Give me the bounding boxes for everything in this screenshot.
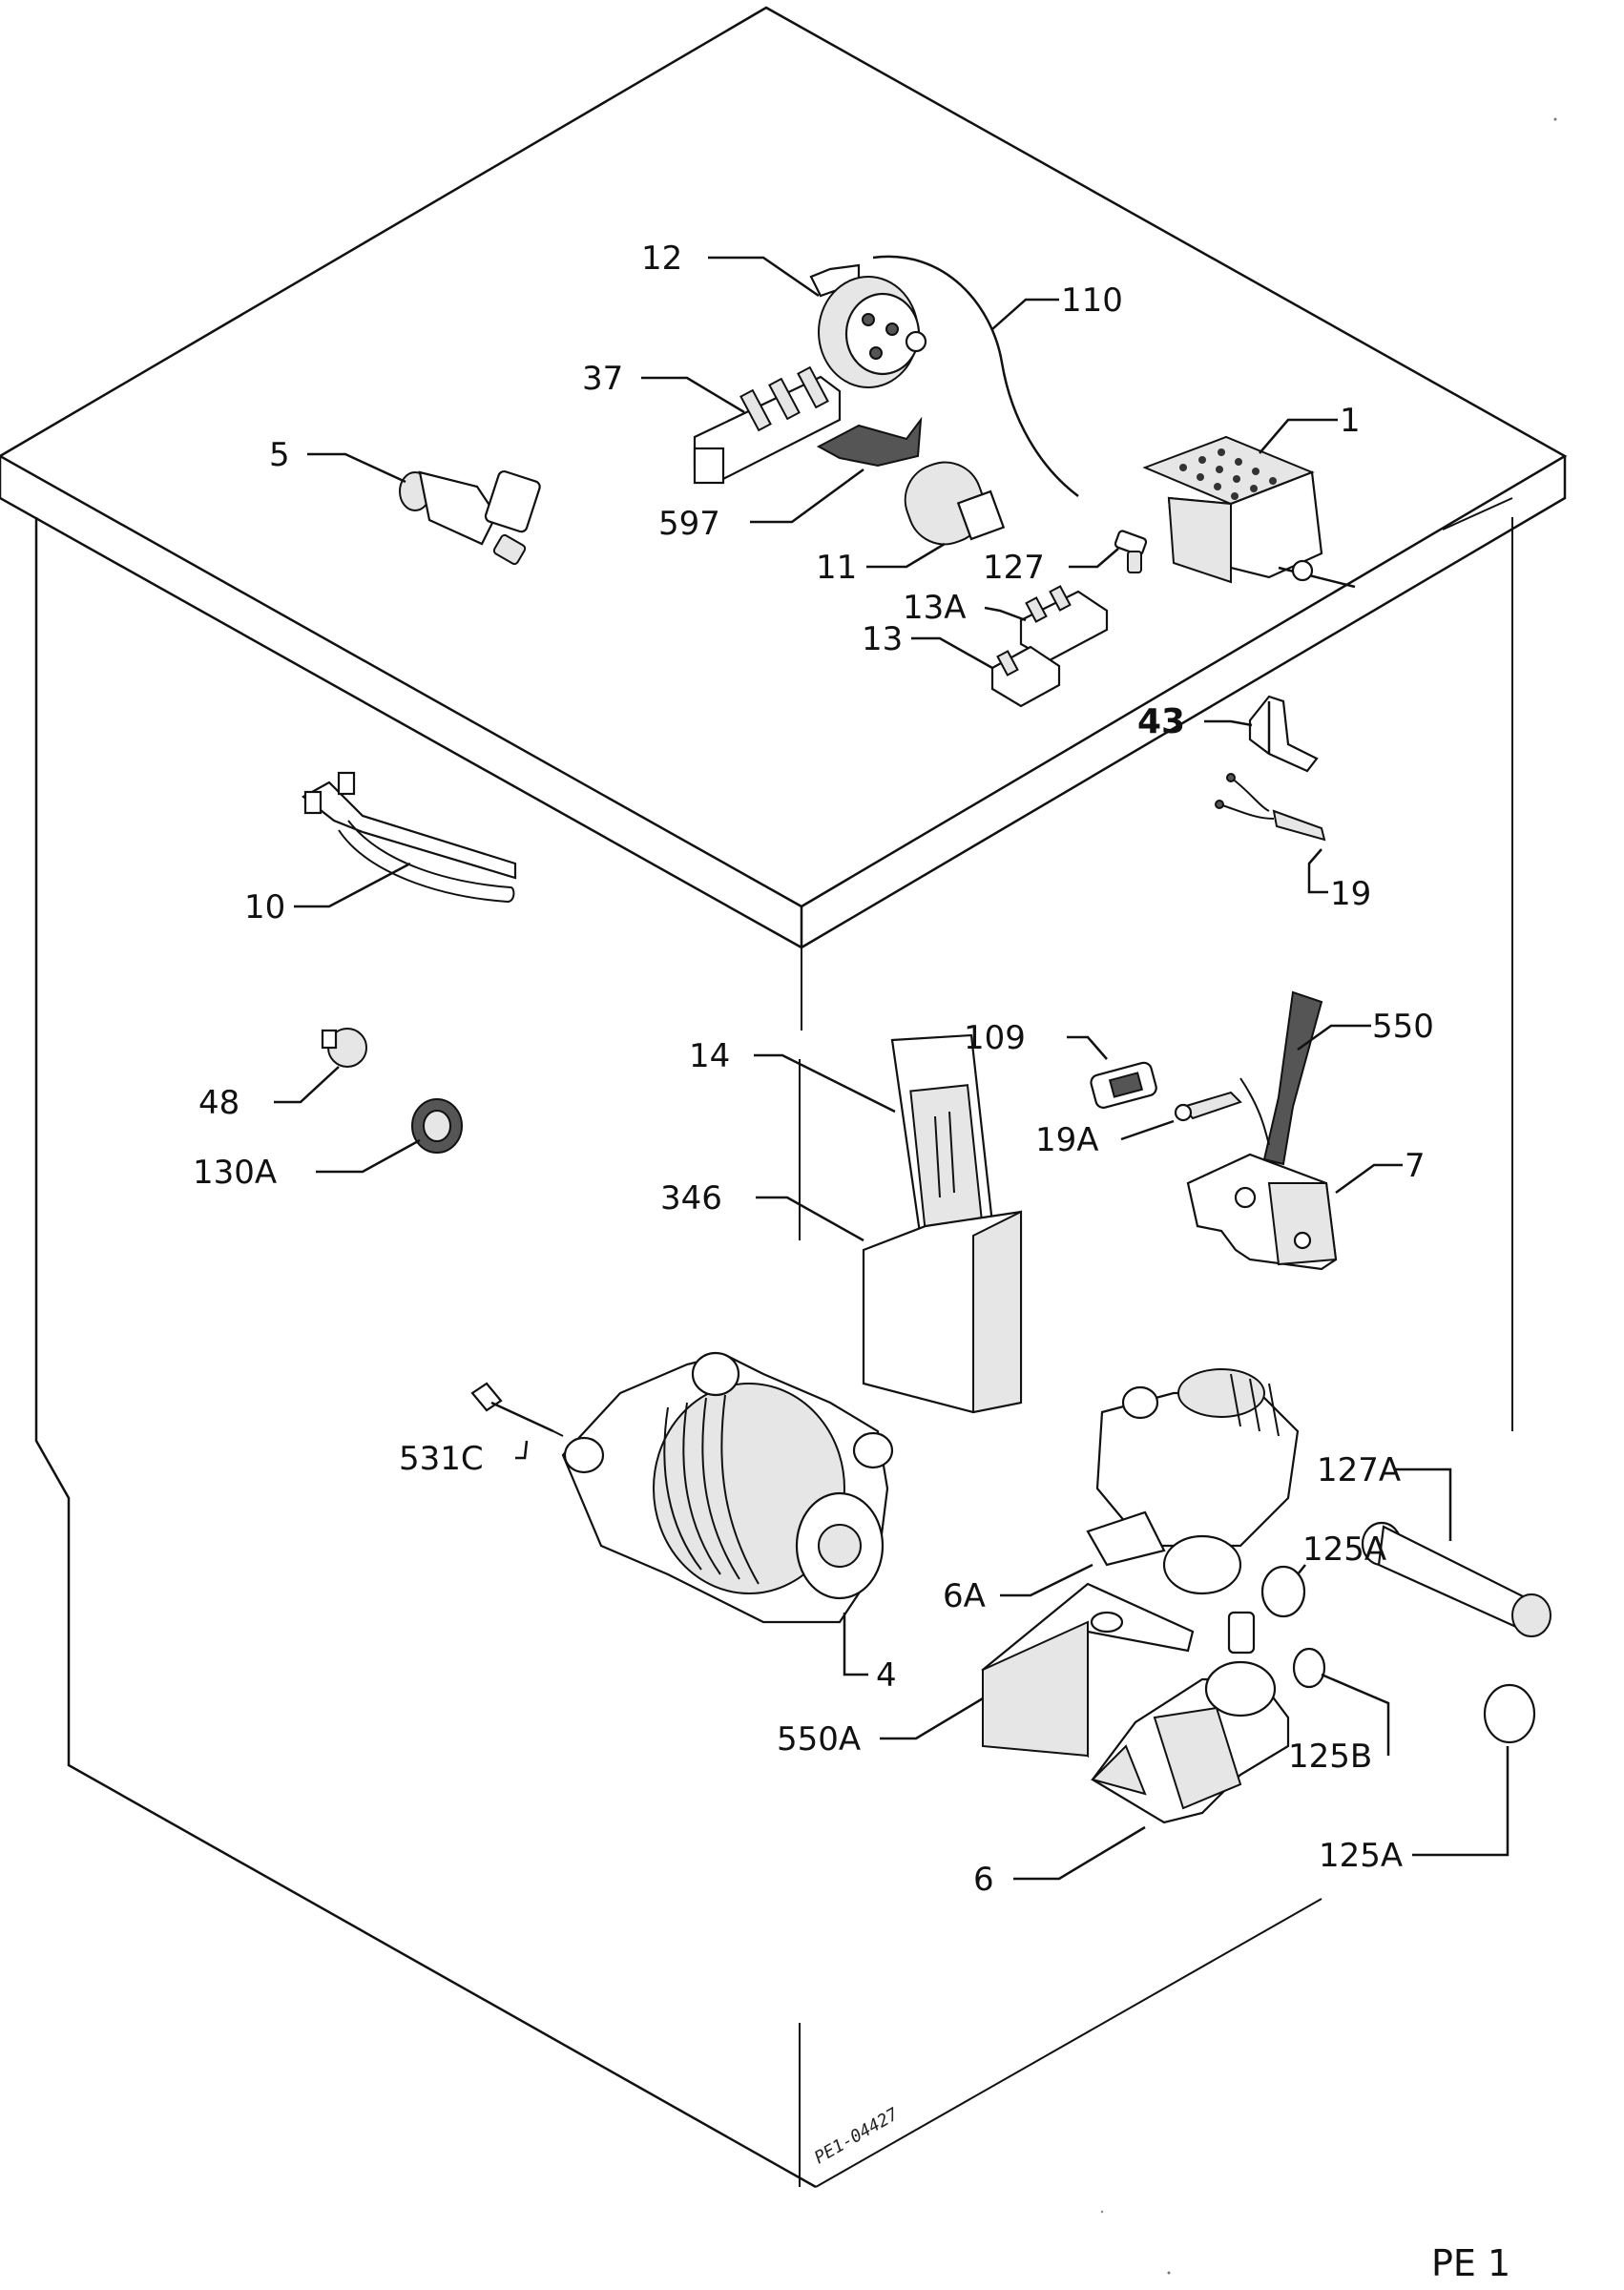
- label-13A: 13A: [903, 589, 967, 627]
- leader-lines: [274, 256, 1509, 1881]
- page-code: PE 1: [1431, 2242, 1510, 2284]
- label-110: 110: [1061, 281, 1123, 320]
- dispenser-housing-346: [862, 1210, 1023, 1414]
- lamp-130A: [411, 1098, 463, 1154]
- label-127A: 127A: [1317, 1451, 1401, 1489]
- label-12: 12: [641, 239, 682, 278]
- connector-13A: [1019, 585, 1109, 662]
- label-346: 346: [660, 1179, 722, 1218]
- label-550A: 550A: [777, 1720, 861, 1759]
- label-125A-upper: 125A: [1302, 1530, 1386, 1569]
- sensor-19A: [1174, 1091, 1242, 1122]
- label-19: 19: [1330, 875, 1371, 913]
- dispenser-14: [890, 1033, 996, 1261]
- filter-43: [1248, 695, 1319, 773]
- hose-127A: [1361, 1521, 1551, 1637]
- label-13: 13: [862, 620, 903, 658]
- pump-upper-6A: [1086, 1368, 1300, 1595]
- pump-lower-6: [1091, 1611, 1290, 1824]
- label-597: 597: [658, 505, 720, 543]
- label-6: 6: [973, 1861, 994, 1899]
- label-125A-lower: 125A: [1319, 1837, 1403, 1875]
- gasket-125A-upper: [1260, 1565, 1306, 1618]
- label-130A: 130A: [193, 1154, 277, 1192]
- screw-531C: [470, 1382, 564, 1437]
- label-14: 14: [689, 1037, 730, 1075]
- label-531C: 531C: [399, 1440, 484, 1478]
- label-48: 48: [198, 1084, 239, 1122]
- gasket-125A-lower: [1483, 1683, 1536, 1744]
- label-127: 127: [983, 549, 1045, 587]
- switch-48: [321, 1028, 367, 1068]
- label-37: 37: [582, 360, 623, 398]
- label-125B: 125B: [1288, 1738, 1372, 1776]
- heating-element-10: [302, 771, 517, 904]
- label-43: 43: [1137, 702, 1185, 741]
- drawing-reference: PE1-04427: [811, 2104, 902, 2168]
- motor-4: [561, 1351, 894, 1624]
- label-550: 550: [1372, 1008, 1434, 1046]
- capacitor-11: [904, 461, 1006, 546]
- label-6A: 6A: [943, 1577, 986, 1615]
- label-7: 7: [1405, 1147, 1426, 1185]
- label-5: 5: [269, 436, 290, 474]
- label-4: 4: [876, 1656, 897, 1695]
- connector-13: [990, 645, 1061, 708]
- label-19A: 19A: [1035, 1121, 1099, 1159]
- lever-550: [1239, 990, 1323, 1166]
- connector-127: [1114, 530, 1148, 573]
- gasket-125B: [1292, 1647, 1326, 1689]
- door-switch-7: [1186, 1153, 1338, 1271]
- bracket-597: [816, 416, 923, 468]
- cap-109: [1090, 1061, 1157, 1109]
- label-109: 109: [964, 1019, 1026, 1057]
- hose-110: [872, 255, 1079, 497]
- terminal-block-37: [693, 365, 842, 485]
- cabinet-outline: [0, 6, 1568, 2189]
- insulation-550A: [981, 1582, 1195, 1759]
- label-11: 11: [816, 549, 857, 587]
- programmer-1: [1142, 435, 1356, 589]
- label-1: 1: [1340, 402, 1361, 440]
- pressure-switch-12: [809, 263, 927, 388]
- door-lock-5: [399, 469, 541, 566]
- label-10: 10: [244, 888, 285, 926]
- callout-labels: 12 110 37 5 1 597 11 127 13A 13 43 19 10…: [193, 239, 1434, 1899]
- sensor-19: [1215, 773, 1326, 842]
